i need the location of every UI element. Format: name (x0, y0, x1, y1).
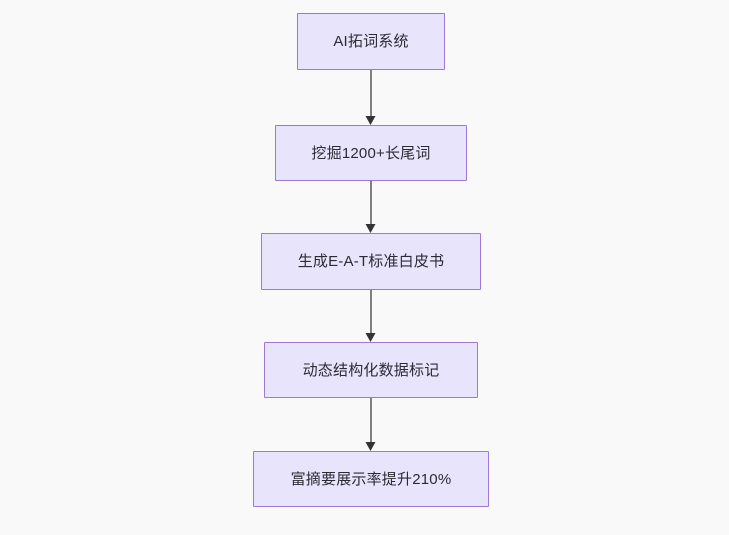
edge-line (370, 290, 372, 333)
node-label: 动态结构化数据标记 (302, 361, 440, 379)
edge-line (370, 181, 372, 224)
flowchart-node-ai-keyword-system[interactable]: AI拓词系统 (297, 13, 445, 70)
node-label: AI拓词系统 (333, 33, 409, 50)
flowchart-node-mine-longtail-keywords[interactable]: 挖掘1200+长尾词 (275, 125, 467, 181)
node-label: 挖掘1200+长尾词 (311, 144, 431, 162)
flowchart-node-rich-snippet-rate-increase[interactable]: 富摘要展示率提升210% (253, 451, 489, 507)
arrowhead-icon (365, 116, 376, 125)
arrowhead-icon (365, 442, 376, 451)
edge-line (370, 398, 372, 442)
edge-line (370, 70, 372, 116)
node-label: 富摘要展示率提升210% (290, 470, 452, 488)
arrowhead-icon (365, 333, 376, 342)
node-label: 生成E-A-T标准白皮书 (297, 253, 445, 270)
arrowhead-icon (365, 224, 376, 233)
flowchart-node-dynamic-structured-data-markup[interactable]: 动态结构化数据标记 (264, 342, 478, 398)
flowchart-node-generate-eat-whitepaper[interactable]: 生成E-A-T标准白皮书 (261, 233, 481, 290)
